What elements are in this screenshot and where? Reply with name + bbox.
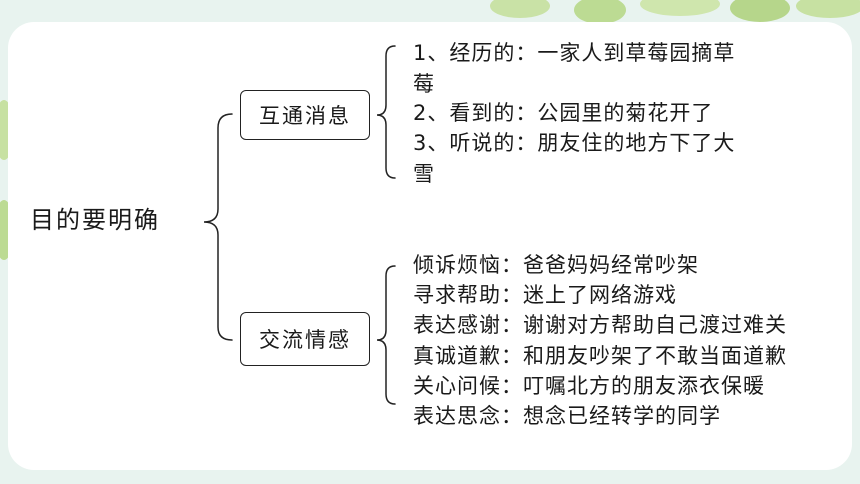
leaf-item: 表达感谢：谢谢对方帮助自己渡过难关 [413,313,787,337]
branch-label: 交流情感 [259,328,351,352]
branch-node-emotions: 交流情感 [240,312,370,366]
leaf-item: 寻求帮助：迷上了网络游戏 [413,283,677,307]
root-bracket [203,113,233,341]
leaf-item: 关心问候：叮嘱北方的朋友添衣保暖 [413,374,765,398]
content-card [8,22,852,470]
leaf-decoration-top [490,0,860,24]
leaf-item: 3、听说的：朋友住的地方下了大 [413,131,736,155]
leaf-item: 2、看到的：公园里的菊花开了 [413,101,714,125]
leaf-item: 表达思念：想念已经转学的同学 [413,404,721,428]
leaf-item: 雪 [413,162,435,186]
leaf-item: 1、经历的：一家人到草莓园摘草 [413,41,736,65]
branch-1-bracket [376,45,396,179]
branch-2-bracket [376,265,396,405]
root-node: 目的要明确 [30,206,160,234]
branch-node-messages: 互通消息 [240,90,370,140]
leaf-item: 倾诉烦恼：爸爸妈妈经常吵架 [413,253,699,277]
leaf-item: 真诚道歉：和朋友吵架了不敢当面道歉 [413,344,787,368]
leaf-item: 莓 [413,72,435,96]
branch-label: 互通消息 [259,104,351,128]
